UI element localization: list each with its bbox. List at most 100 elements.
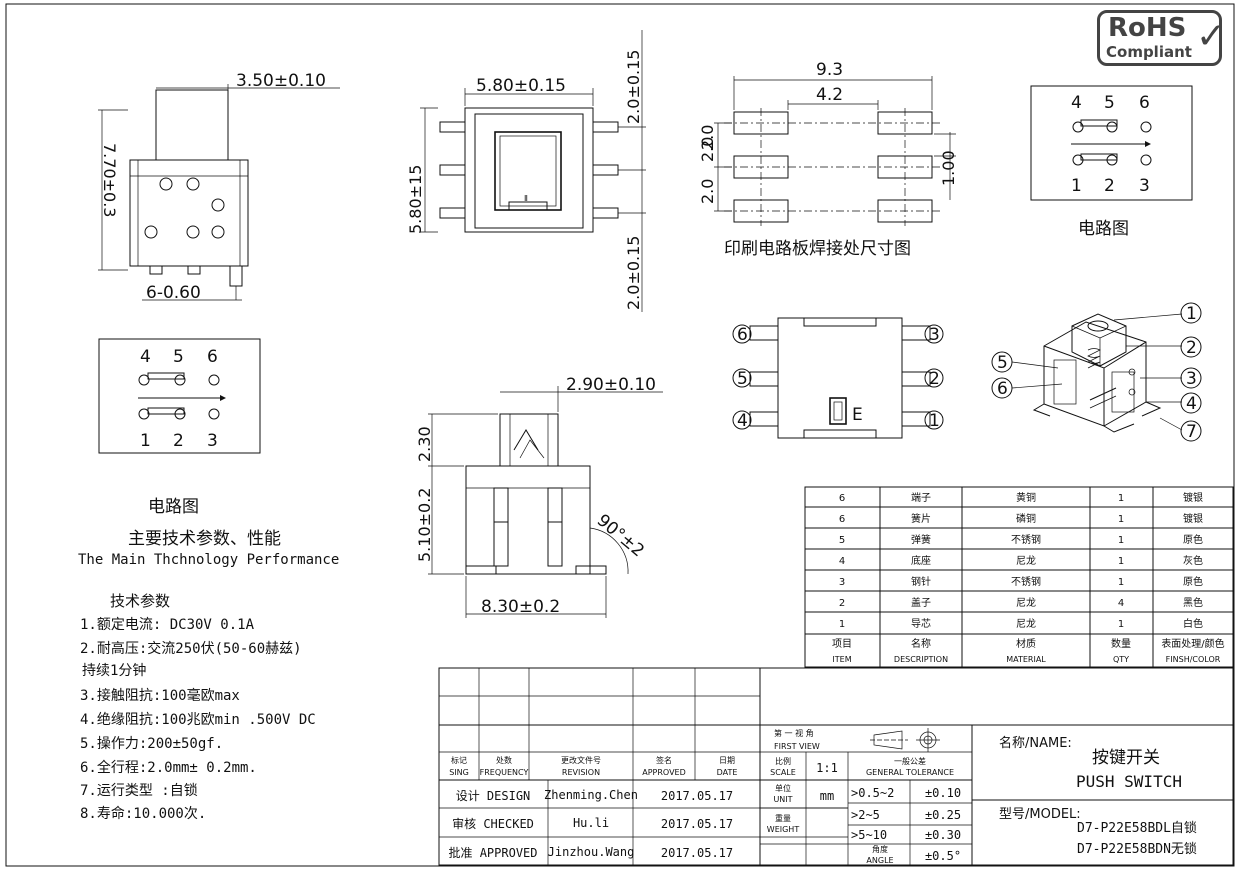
bottom-mark: E	[852, 405, 863, 425]
svg-text:FINSH/COLOR: FINSH/COLOR	[1166, 655, 1221, 664]
bom-cell: 钢针	[911, 575, 931, 588]
bom-cell: 1	[1118, 556, 1124, 567]
approved-name: Jinzhou.Wang	[548, 845, 635, 859]
spec-item: 6.全行程:2.0mm± 0.2mm.	[80, 760, 257, 776]
svg-text:FREQUENCY: FREQUENCY	[480, 768, 529, 777]
svg-text:标记: 标记	[451, 755, 467, 765]
specs-header: 技术参数	[110, 592, 171, 610]
bom-cell: 1	[1118, 619, 1124, 630]
bottom-view: 6 5 4 3 2 1 E	[732, 317, 944, 439]
spec-item: 7.运行类型 :自锁	[80, 783, 198, 799]
spec-item: 2.耐高压:交流250伏(50-60赫兹)	[80, 641, 302, 657]
svg-text:5: 5	[737, 369, 748, 389]
circuit-right: 4 5 6 1 2 3	[1030, 85, 1193, 201]
model-2: D7-P22E58BDN无锁	[1077, 841, 1197, 857]
svg-text:型号/MODEL:: 型号/MODEL:	[999, 807, 1081, 822]
specs-title-cn: 主要技术参数、性能	[128, 529, 281, 549]
checked-role: 审核 CHECKED	[452, 816, 534, 831]
svg-text:项目: 项目	[832, 638, 852, 650]
svg-text:6: 6	[997, 379, 1008, 399]
bom-cell: 1	[839, 619, 845, 630]
top-right-dim-1: 2.0±0.15	[624, 50, 643, 124]
bom-cell: 6	[839, 493, 845, 504]
side-height-dim: 7.70±0.3	[100, 143, 119, 217]
bom-cell: 镀银	[1183, 491, 1203, 504]
svg-text:名称/NAME:: 名称/NAME:	[999, 735, 1072, 751]
svg-text:6: 6	[1139, 93, 1150, 113]
svg-text:GENERAL TOLERANCE: GENERAL TOLERANCE	[866, 768, 954, 777]
checked-name: Hu.li	[573, 816, 609, 830]
svg-text:材质: 材质	[1016, 637, 1036, 650]
rohs-text: RoHS	[1108, 13, 1187, 43]
tolerance-value: ±0.10	[925, 786, 961, 800]
bom-cell: 原色	[1183, 533, 1203, 546]
pcb-outer-dim: 9.3	[816, 60, 843, 80]
bom-cell: 不锈钢	[1011, 533, 1041, 546]
bom-table	[804, 486, 1234, 668]
svg-text:5: 5	[997, 353, 1008, 373]
checked-date: 2017.05.17	[661, 817, 733, 831]
bom-cell: 4	[839, 556, 845, 567]
bom-cell: 导芯	[911, 617, 931, 630]
svg-text:比例: 比例	[775, 756, 791, 766]
bom-cell: 尼龙	[1016, 554, 1036, 567]
bom-cell: 底座	[911, 554, 931, 567]
check-icon: ✓	[1196, 16, 1227, 57]
tolerance-value: ±0.25	[925, 808, 961, 822]
design-name: Zhenming.Chen	[544, 788, 638, 802]
svg-text:角度: 角度	[872, 844, 888, 854]
specs-title-en: The Main Thchnology Performance	[78, 552, 340, 568]
side-pin-dim: 6-0.60	[146, 283, 201, 303]
bom-cell: 3	[839, 577, 845, 588]
front-height-top: 2.30	[415, 426, 434, 462]
bom-cell: 不锈钢	[1011, 575, 1041, 588]
tolerance-rows: >0.5~2±0.10>2~5±0.25>5~10±0.30	[851, 786, 961, 842]
svg-text:3: 3	[1186, 369, 1197, 389]
scale-value: 1:1	[816, 761, 838, 775]
bom-cell: 尼龙	[1016, 596, 1036, 609]
angle-tolerance: ±0.5°	[925, 849, 961, 863]
svg-text:4: 4	[140, 347, 151, 367]
svg-text:SING: SING	[449, 768, 469, 777]
svg-text:表面处理/颜色: 表面处理/颜色	[1161, 637, 1224, 650]
svg-text:签名: 签名	[656, 755, 672, 765]
svg-text:4: 4	[1186, 394, 1197, 414]
circuit-right-caption: 电路图	[1078, 219, 1129, 239]
tolerance-value: ±0.30	[925, 828, 961, 842]
front-base-dim: 8.30±0.2	[481, 597, 560, 617]
pcb-left-b: 2.0	[698, 125, 717, 150]
bom-cell: 5	[839, 535, 845, 546]
svg-text:1: 1	[140, 431, 151, 451]
pcb-left-c: 2.0	[698, 179, 717, 204]
bom-cell: 端子	[911, 491, 931, 504]
svg-text:5: 5	[173, 347, 184, 367]
rohs-compliant-text: Compliant	[1106, 43, 1192, 61]
spec-item: 5.操作力:200±50gf.	[80, 736, 224, 752]
circuit-left-caption: 电路图	[148, 497, 199, 517]
svg-text:3: 3	[1139, 176, 1150, 196]
svg-text:REVISION: REVISION	[562, 768, 600, 777]
approved-role: 批准 APPROVED	[448, 845, 537, 860]
product-name-en: PUSH SWITCH	[1076, 772, 1182, 791]
title-block-text: 标记 处数 更改文件号 签名 日期 SING FREQUENCY REVISIO…	[448, 728, 1196, 865]
svg-text:4: 4	[737, 411, 748, 431]
svg-text:1: 1	[929, 411, 940, 431]
sheet-border	[5, 3, 1235, 867]
pcb-left-a: 2.0	[698, 137, 717, 162]
unit-value: mm	[820, 789, 834, 803]
svg-text:名称: 名称	[911, 637, 931, 650]
bom-cell: 灰色	[1183, 554, 1203, 567]
svg-text:一般公差: 一般公差	[894, 756, 926, 766]
svg-text:数量: 数量	[1111, 637, 1131, 650]
svg-text:重量: 重量	[775, 813, 791, 823]
pcb-caption: 印刷电路板焊接处尺寸图	[724, 239, 911, 259]
bom-cell: 黄铜	[1016, 491, 1036, 504]
side-view: 3.50±0.10 7.70±0.3 6-0.60	[98, 71, 340, 303]
circuit-left: 4 5 6 1 2 3	[98, 338, 261, 454]
approved-date: 2017.05.17	[661, 846, 733, 860]
svg-text:7: 7	[1186, 422, 1197, 442]
svg-text:WEIGHT: WEIGHT	[767, 825, 800, 834]
svg-text:APPROVED: APPROVED	[642, 768, 686, 777]
front-height-bottom: 5.10±0.2	[415, 488, 434, 562]
